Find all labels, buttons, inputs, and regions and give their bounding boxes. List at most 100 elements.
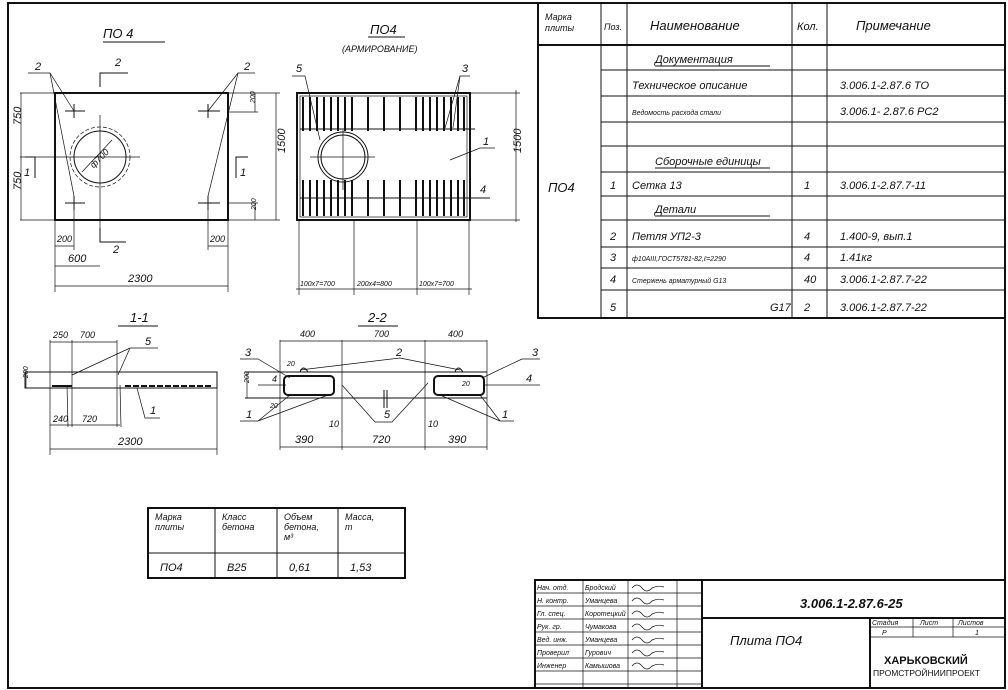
spec-note: 3.006.1-2.87.7-22 — [840, 302, 927, 314]
dim-750-bottom: 750 — [12, 171, 24, 190]
dim-390-left: 390 — [295, 434, 314, 446]
section-2-2: 2-2 400 700 400 200 390 720 390 10 10 20… — [240, 310, 540, 450]
title-block-role: Инженер — [537, 663, 566, 670]
dim-200-bottom-right-2: 200 — [209, 234, 225, 244]
concrete-value: 0,61 — [289, 562, 310, 574]
label-3-right: 3 — [532, 347, 539, 359]
dim-700-section-2: 700 — [374, 329, 389, 339]
sheets-value: 1 — [975, 630, 979, 637]
spec-pos: 4 — [610, 274, 616, 286]
title-block-role: Вед. инж. — [537, 636, 568, 644]
title-block-name: Чумакова — [585, 624, 617, 631]
sheet-label: Лист — [919, 620, 938, 627]
spec-header-pos: Поз. — [604, 22, 622, 32]
cut-mark-1-right: 1 — [240, 167, 246, 179]
cut-mark-2-bottom: 2 — [112, 244, 119, 256]
concrete-value: ПО4 — [160, 562, 183, 574]
spec-pos: 5 — [610, 302, 617, 314]
dim-200-bottom-left: 200 — [56, 234, 72, 244]
spec-note: 3.006.1-2.87.7-22 — [840, 274, 927, 286]
plan-title: ПО 4 — [103, 26, 133, 41]
label-5-section-2: 5 — [384, 409, 391, 421]
dim-2300-section-1: 2300 — [117, 436, 143, 448]
label-5-section-1: 5 — [145, 336, 152, 348]
dim-200-section-1: 200 — [23, 366, 30, 379]
label-1-left: 1 — [246, 409, 252, 421]
title-block-name: Гурович — [585, 650, 611, 657]
label-1: 1 — [483, 136, 489, 148]
section-1-1: 1-1 250 700 200 240 720 2300 5 1 — [23, 310, 218, 455]
document-code: 3.006.1-2.87.6-25 — [800, 596, 903, 611]
dim-2300: 2300 — [127, 273, 153, 285]
title-block-role: Рук. гр. — [537, 624, 562, 631]
title-block-name: Коротецкий — [585, 610, 626, 618]
title-block-role: Гл. спец. — [537, 611, 566, 618]
spec-section-heading: Сборочные единицы — [655, 156, 761, 168]
label-4-right: 4 — [526, 373, 532, 385]
dim-200-top-right: 200 — [250, 91, 257, 104]
signature — [631, 610, 665, 618]
spec-name: Сетка 13 — [632, 180, 683, 192]
signature — [631, 584, 665, 592]
dim-1500: 1500 — [276, 128, 288, 153]
spec-name: Стержень арматурный G13 — [632, 277, 726, 285]
spec-qty: 2 — [803, 302, 810, 314]
sheets-label: Листов — [957, 620, 984, 627]
title-block-role: Нач. отд. — [537, 584, 569, 592]
label-3-left: 3 — [245, 347, 252, 359]
title-block-name: Камышова — [585, 663, 620, 670]
signature — [631, 597, 665, 605]
hole-circle — [73, 130, 127, 184]
cut-mark-2-top: 2 — [114, 57, 121, 69]
label-4-left: 4 — [272, 374, 277, 384]
dim-400-left: 400 — [300, 329, 315, 339]
spec-header-name: Наименование — [650, 18, 740, 33]
spec-note: 1.41кг — [840, 252, 873, 264]
title-block-name: Бродский — [585, 584, 616, 592]
label-1-section-1: 1 — [150, 405, 156, 417]
dim-spacing-middle: 200х4=800 — [356, 281, 392, 288]
dim-720: 720 — [82, 414, 97, 424]
concrete-header: Масса,т — [345, 512, 374, 532]
stage-label: Стадия — [872, 619, 898, 627]
spec-pos: 3 — [610, 252, 617, 264]
dim-250: 250 — [52, 330, 68, 340]
label-5: 5 — [296, 63, 303, 75]
label-1-right: 1 — [502, 409, 508, 421]
signature — [631, 636, 665, 644]
spec-qty: 4 — [804, 252, 810, 264]
spec-pos: 2 — [609, 231, 616, 243]
spec-note: 3.006.1-2.87.6 ТО — [840, 80, 929, 92]
stage-value: Р — [882, 630, 887, 637]
organization-name-line1: ХАРЬКОВСКИЙ — [884, 654, 968, 667]
reinforcement-title: ПО4 — [370, 22, 397, 37]
plate-outline — [54, 92, 229, 221]
spec-mark: ПО4 — [548, 180, 575, 195]
diameter-label: ф700 — [88, 147, 111, 170]
section-2-2-title: 2-2 — [367, 310, 388, 325]
dim-200-section-2: 200 — [244, 371, 251, 384]
spec-header-qty: Кол. — [797, 21, 819, 33]
label-2-section-2: 2 — [395, 347, 402, 359]
spec-qty: 4 — [804, 231, 810, 243]
reinforcement-bars-top — [302, 97, 465, 131]
spec-qty: 1 — [804, 180, 810, 192]
spec-note: 3.006.1-2.87.7-11 — [840, 180, 926, 192]
dim-20-bottom: 20 — [269, 403, 278, 410]
dim-600: 600 — [68, 253, 87, 265]
dim-20-right: 20 — [461, 381, 470, 388]
organization-name-line2: ПРОМСТРОЙНИИПРОЕКТ — [873, 667, 980, 678]
spec-name: G17 — [770, 302, 792, 314]
title-block-name: Уманцева — [584, 598, 617, 605]
cut-mark-1-left: 1 — [24, 167, 30, 179]
signature — [631, 649, 665, 657]
label-2-right: 2 — [243, 61, 250, 73]
dim-400-right: 400 — [448, 329, 463, 339]
spec-note: 3.006.1- 2.87.6 РС2 — [840, 106, 938, 118]
label-4: 4 — [480, 184, 486, 196]
